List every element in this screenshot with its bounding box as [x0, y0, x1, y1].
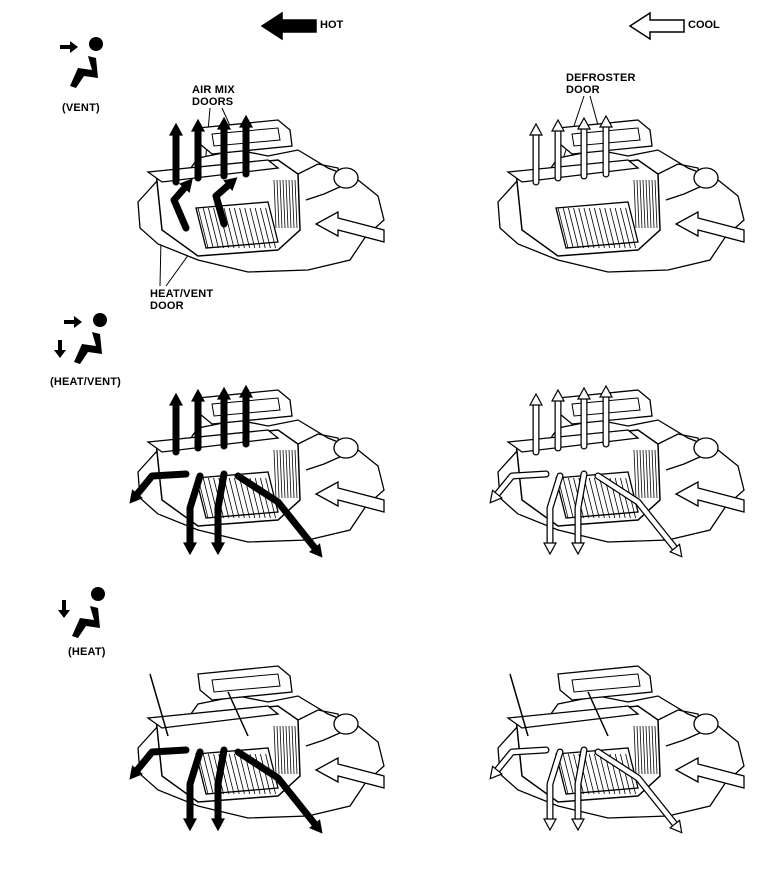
floor-flow-arrow	[491, 747, 549, 777]
flow-arrowhead-icon	[528, 122, 544, 136]
intake-arrow-icon	[674, 210, 745, 243]
mix-flow-arrow	[213, 179, 235, 227]
defrost-line	[227, 691, 249, 737]
blower-inlet	[693, 437, 719, 459]
heater-unit-heat-vent-cool	[489, 384, 745, 558]
flow-arrowhead-icon	[210, 542, 226, 556]
flow-arrowhead-icon	[210, 818, 226, 832]
heat-vent-mode-icon	[54, 313, 107, 364]
blower-inlet	[333, 437, 359, 459]
floor-flow-arrow	[547, 749, 563, 827]
flow-arrowhead-icon	[190, 388, 206, 402]
floor-flow-arrow	[131, 471, 189, 501]
heat-vent-door-callout: HEAT/VENT DOOR	[150, 288, 214, 312]
blower-inlet	[333, 167, 359, 189]
heater-unit-vent-cool	[497, 114, 745, 273]
flow-arrowhead-icon	[168, 122, 184, 136]
floor-flow-arrow	[491, 471, 549, 501]
air-mix-door-plate	[506, 705, 640, 729]
heater-unit-heat-vent-hot	[129, 384, 385, 558]
air-mix-door-plate	[146, 705, 280, 729]
flow-arrowhead-icon	[528, 392, 544, 406]
intake-arrow-icon	[674, 756, 745, 789]
flow-arrowhead-icon	[309, 543, 323, 558]
hot-arrow-icon	[260, 11, 317, 41]
flow-arrowhead-icon	[129, 765, 143, 780]
floor-flow-arrow	[595, 749, 681, 831]
defrost-line	[149, 673, 169, 737]
flow-arrowhead-icon	[542, 542, 558, 556]
blower-inlet	[333, 713, 359, 735]
blower-inlet	[693, 167, 719, 189]
floor-flow-arrow	[215, 747, 227, 827]
intake-arrow-icon	[314, 756, 385, 789]
floor-flow-arrow	[575, 747, 587, 827]
defroster-door-callout: DEFROSTER DOOR	[566, 72, 636, 96]
floor-flow-arrow	[131, 747, 189, 777]
flow-arrowhead-icon	[598, 114, 614, 128]
heat-mode-icon	[58, 587, 105, 638]
flow-arrowhead-icon	[550, 388, 566, 402]
flow-arrowhead-icon	[598, 384, 614, 398]
flow-arrowhead-icon	[190, 118, 206, 132]
flow-arrowhead-icon	[489, 489, 503, 504]
legend-cool: COOL	[628, 11, 740, 41]
flow-arrowhead-icon	[129, 489, 143, 504]
floor-flow-arrow	[575, 471, 587, 551]
heat-vent-mode-label: (HEAT/VENT)	[50, 376, 122, 388]
air-mix-doors-callout: AIR MIX DOORS	[192, 84, 235, 108]
floor-flow-arrow	[187, 749, 203, 827]
flow-arrowhead-icon	[216, 386, 232, 400]
cool-label: COOL	[688, 19, 720, 31]
floor-flow-arrow	[235, 473, 321, 555]
cool-arrow-icon	[628, 11, 685, 41]
flow-arrowhead-icon	[238, 384, 254, 398]
defrost-line	[509, 673, 529, 737]
flow-arrowhead-icon	[238, 114, 254, 128]
flow-arrowhead-icon	[182, 818, 198, 832]
hot-label: HOT	[320, 19, 344, 31]
legend-hot: HOT	[260, 11, 362, 41]
flow-arrowhead-icon	[570, 542, 586, 556]
defrost-line	[587, 691, 609, 737]
flow-arrowhead-icon	[489, 765, 503, 780]
mix-flow-arrow	[171, 181, 191, 231]
floor-flow-arrow	[187, 473, 203, 551]
intake-arrow-icon	[314, 480, 385, 513]
floor-flow-arrow	[595, 473, 681, 555]
flow-arrowhead-icon	[168, 392, 184, 406]
floor-flow-arrow	[547, 473, 563, 551]
flow-arrowhead-icon	[669, 543, 683, 558]
vent-mode-label: (VENT)	[62, 102, 100, 114]
intake-arrow-icon	[314, 210, 385, 243]
heater-unit-vent-hot	[137, 114, 385, 273]
heater-unit-heat-hot	[129, 665, 385, 834]
heater-core	[555, 201, 639, 249]
flow-arrowhead-icon	[223, 177, 238, 191]
intake-arrow-icon	[674, 480, 745, 513]
floor-flow-arrow	[235, 749, 321, 831]
heat-mode-label: (HEAT)	[68, 646, 106, 658]
flow-arrowhead-icon	[216, 116, 232, 130]
flow-arrowhead-icon	[179, 178, 193, 193]
flow-arrowhead-icon	[550, 118, 566, 132]
vent-mode-icon	[60, 37, 103, 88]
flow-arrowhead-icon	[309, 819, 323, 834]
flow-arrowhead-icon	[669, 819, 683, 834]
heater-unit-heat-cool	[489, 665, 745, 834]
blower-inlet	[693, 713, 719, 735]
flow-arrowhead-icon	[576, 386, 592, 400]
flow-arrowhead-icon	[542, 818, 558, 832]
heater-core	[195, 201, 279, 249]
flow-arrowhead-icon	[570, 818, 586, 832]
flow-arrowhead-icon	[576, 116, 592, 130]
floor-flow-arrow	[215, 471, 227, 551]
flow-arrowhead-icon	[182, 542, 198, 556]
